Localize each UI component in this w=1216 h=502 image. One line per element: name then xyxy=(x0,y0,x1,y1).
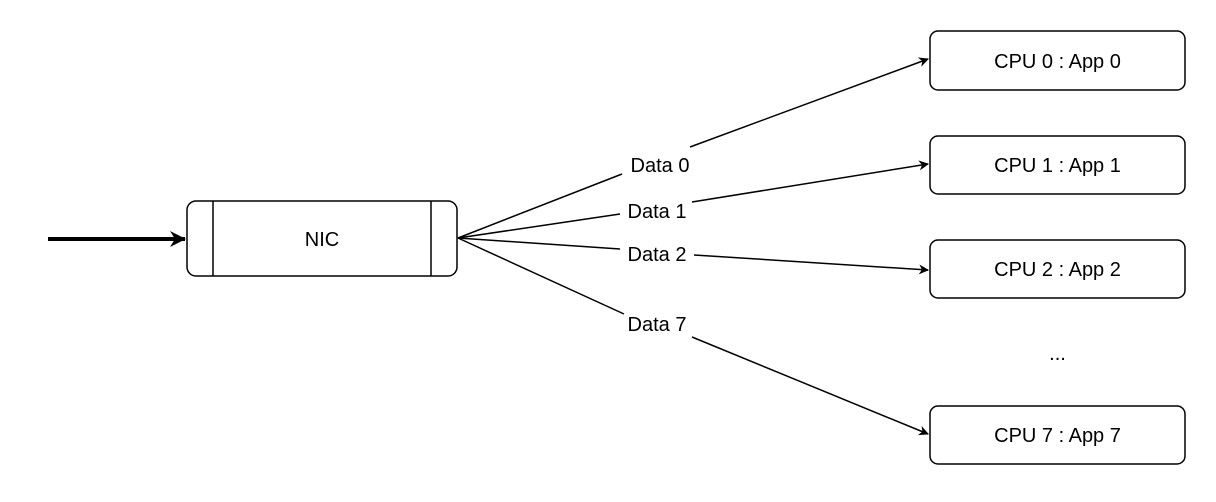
cpu-label-2: CPU 2 : App 2 xyxy=(994,259,1121,281)
nic-label: NIC xyxy=(305,229,339,251)
cpu-node-1: CPU 1 : App 1 xyxy=(929,135,1186,195)
edges xyxy=(457,57,929,436)
cpu-label-7: CPU 7 : App 7 xyxy=(994,425,1121,447)
edge-label-data-2: Data 2 xyxy=(628,244,687,266)
edge-data-7-b xyxy=(691,336,929,436)
edge-data-7-a xyxy=(457,237,625,315)
edge-data-0-b xyxy=(689,57,929,148)
edge-data-0-a xyxy=(457,173,623,239)
cpu-node-0: CPU 0 : App 0 xyxy=(929,30,1186,91)
edge-data-1-a xyxy=(457,213,621,239)
edge-data-2-a xyxy=(457,237,621,250)
edge-label-data-7: Data 7 xyxy=(628,314,687,336)
edge-data-1-b xyxy=(691,160,929,203)
cpu-node-7: CPU 7 : App 7 xyxy=(929,405,1186,465)
edge-label-data-1: Data 1 xyxy=(628,201,687,223)
cpu-node-2: CPU 2 : App 2 xyxy=(929,239,1186,299)
cpu-label-1: CPU 1 : App 1 xyxy=(994,155,1121,177)
nic-node: NIC xyxy=(186,200,458,277)
cpu-label-0: CPU 0 : App 0 xyxy=(994,51,1121,73)
edge-label-data-0: Data 0 xyxy=(631,155,690,177)
edge-data-2-b xyxy=(693,254,929,275)
ellipsis-label: ... xyxy=(1049,343,1066,365)
